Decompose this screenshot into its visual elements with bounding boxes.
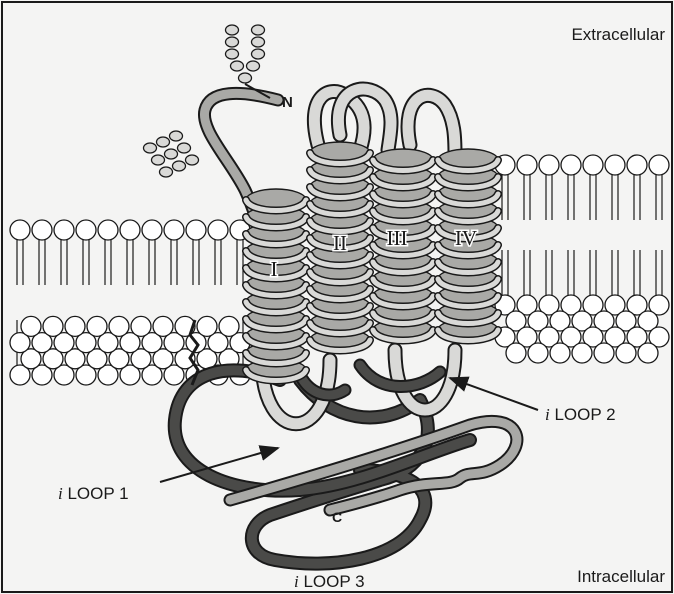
lipid-head bbox=[32, 220, 52, 240]
intracellular-loops bbox=[175, 350, 517, 564]
lipid-head bbox=[87, 316, 107, 336]
lipid-head bbox=[76, 220, 96, 240]
lipid-head bbox=[583, 155, 603, 175]
lipid-head bbox=[528, 343, 548, 363]
lipid-head bbox=[539, 155, 559, 175]
loop-3-prefix: i bbox=[294, 572, 299, 591]
lipid-head bbox=[605, 155, 625, 175]
lipid-head bbox=[594, 343, 614, 363]
lipid-head bbox=[10, 220, 30, 240]
lipid-head bbox=[142, 220, 162, 240]
lipid-head bbox=[197, 316, 217, 336]
loop-3-text: LOOP 3 bbox=[303, 572, 364, 591]
glycan-bead bbox=[160, 167, 173, 177]
loop-1-prefix: i bbox=[58, 484, 63, 503]
glycan-bead bbox=[226, 49, 239, 59]
c-terminus-label: C bbox=[332, 509, 342, 525]
lipid-head bbox=[649, 155, 669, 175]
glycan-bead bbox=[226, 25, 239, 35]
loop-2-prefix: i bbox=[545, 405, 550, 424]
glycan-bead bbox=[239, 73, 252, 83]
lipid-head bbox=[550, 343, 570, 363]
glycan-bead bbox=[252, 49, 265, 59]
lipid-head bbox=[186, 220, 206, 240]
lipid-head bbox=[131, 316, 151, 336]
lipid-head bbox=[98, 220, 118, 240]
glycan-bead bbox=[173, 161, 186, 171]
helix-label-1: I bbox=[271, 257, 278, 281]
glycan-bead bbox=[144, 143, 157, 153]
lipid-head bbox=[153, 316, 173, 336]
glycan-bead bbox=[226, 37, 239, 47]
lipid-head bbox=[561, 155, 581, 175]
glycan-bead bbox=[157, 137, 170, 147]
glycan-bead bbox=[247, 61, 260, 71]
loop-1-label: i LOOP 1 bbox=[58, 484, 129, 503]
loop-2-label: i LOOP 2 bbox=[545, 405, 616, 424]
loop-2-text: LOOP 2 bbox=[554, 405, 615, 424]
glycan-bead bbox=[178, 143, 191, 153]
lipid-head bbox=[638, 343, 658, 363]
loop-1-text: LOOP 1 bbox=[67, 484, 128, 503]
helix-label-4: IV bbox=[455, 226, 477, 250]
lipid-head bbox=[517, 155, 537, 175]
n-terminus-label: N bbox=[282, 94, 293, 111]
glycan-bead bbox=[231, 61, 244, 71]
lipid-head bbox=[572, 343, 592, 363]
glycan-bead bbox=[170, 131, 183, 141]
lipid-head bbox=[54, 220, 74, 240]
lipid-head bbox=[65, 316, 85, 336]
glycan-bead bbox=[252, 25, 265, 35]
extracellular-label: Extracellular bbox=[571, 25, 665, 44]
glycan-bead bbox=[165, 149, 178, 159]
lipid-head bbox=[43, 316, 63, 336]
lipid-head bbox=[219, 316, 239, 336]
intracellular-label: Intracellular bbox=[577, 567, 665, 586]
lipid-head bbox=[616, 343, 636, 363]
helix-label-3: III bbox=[387, 226, 408, 250]
glycan-bead bbox=[152, 155, 165, 165]
helix-label-2: II bbox=[333, 231, 347, 255]
lipid-head bbox=[109, 316, 129, 336]
lipid-head bbox=[120, 220, 140, 240]
loop-2-arrow bbox=[450, 378, 538, 410]
glycan-bead bbox=[252, 37, 265, 47]
lipid-head bbox=[21, 316, 41, 336]
glycan-bead bbox=[186, 155, 199, 165]
helix-i bbox=[246, 189, 306, 381]
lipid-head bbox=[506, 343, 526, 363]
lipid-head bbox=[164, 220, 184, 240]
lipid-head bbox=[208, 220, 228, 240]
loop-3-label: i LOOP 3 bbox=[294, 572, 365, 591]
lipid-head bbox=[627, 155, 647, 175]
